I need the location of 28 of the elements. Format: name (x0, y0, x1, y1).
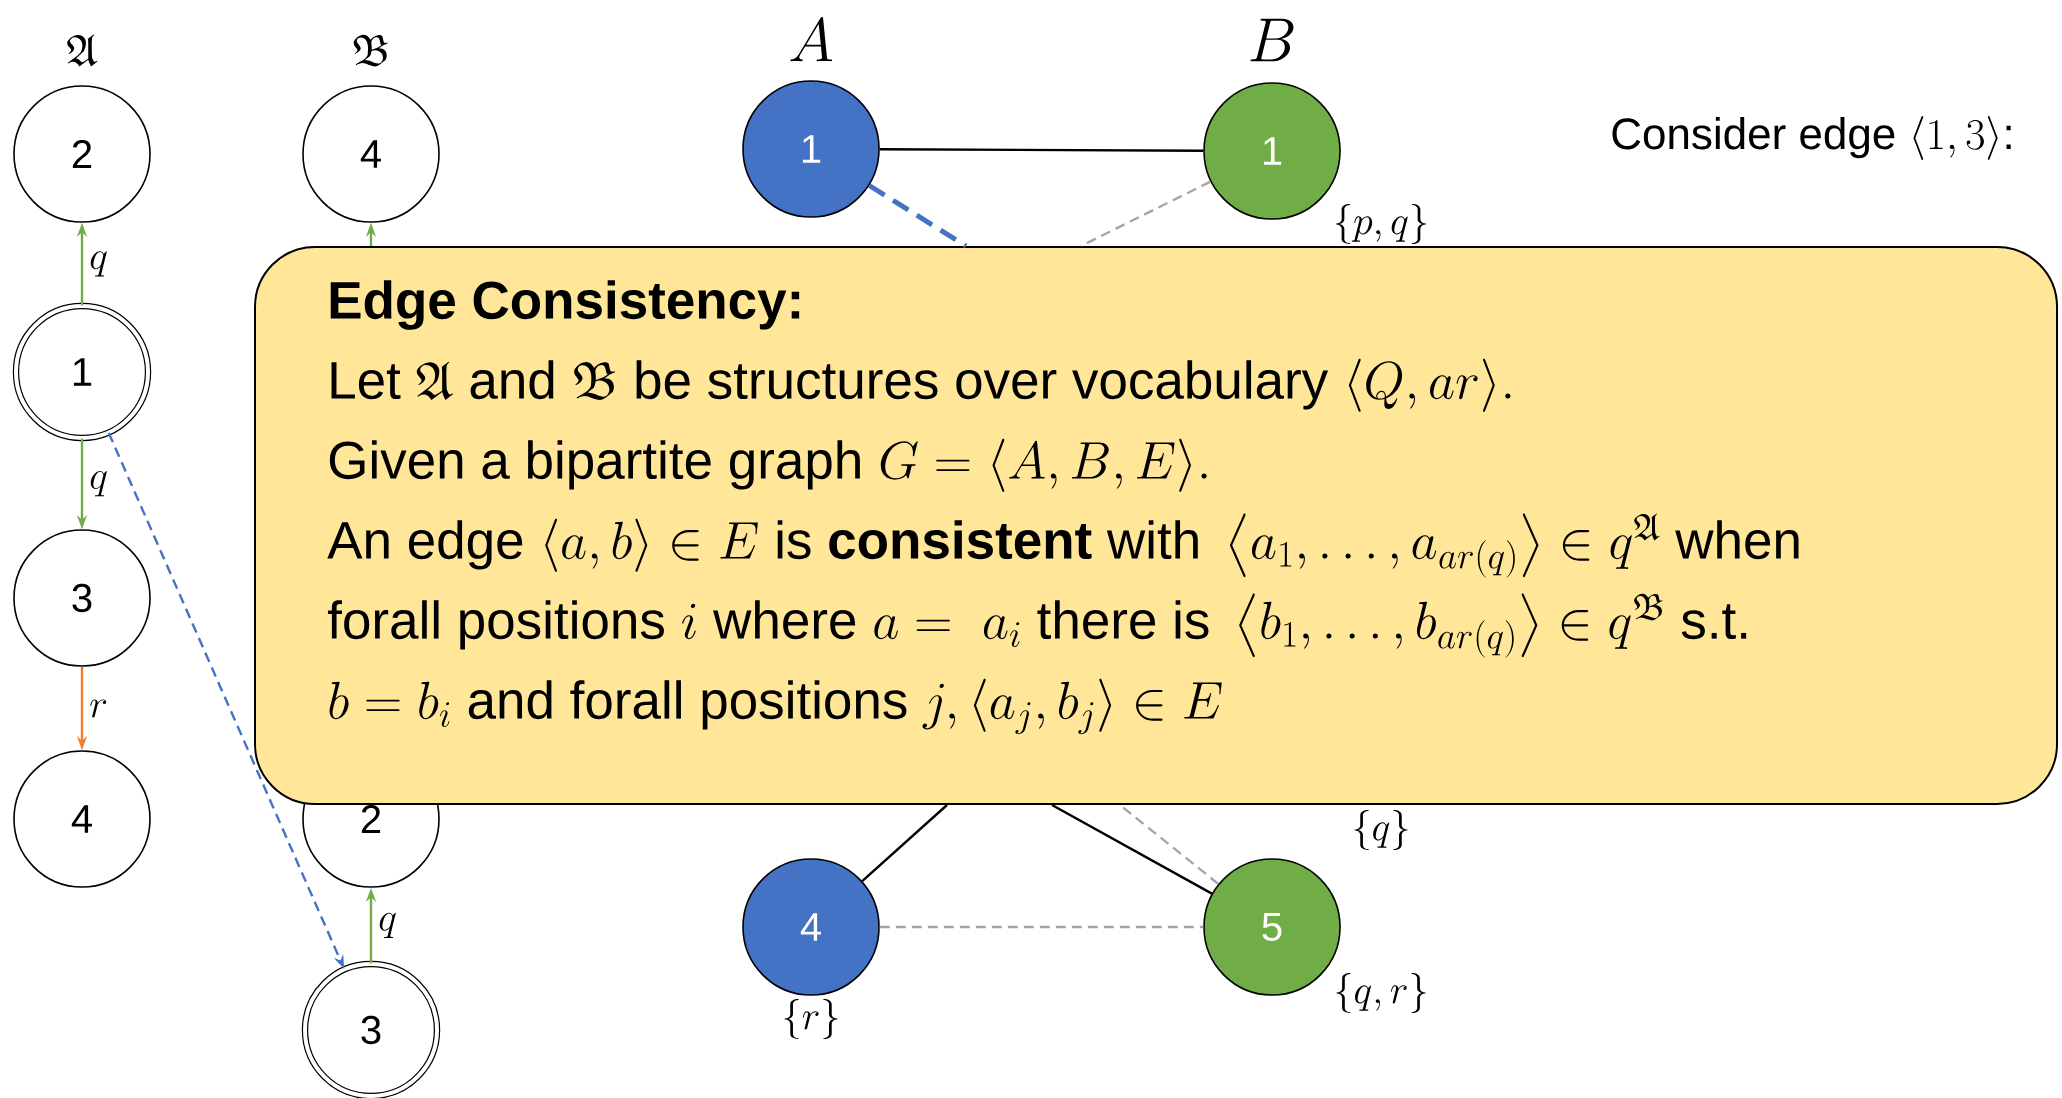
connector-line (879, 148, 1204, 152)
edge-label: $r$ (88, 698, 109, 719)
connector-line (861, 804, 948, 882)
circle-node: 1 (12, 302, 152, 442)
edge-label: $q$ (88, 250, 109, 278)
circle-node: 4 (13, 750, 151, 888)
set-label: $\{q\}$ (1354, 810, 1408, 850)
connector-line (1080, 180, 1211, 248)
circle-node: 4 (742, 858, 880, 996)
partition-label: $B$ (1250, 18, 1294, 62)
circle-node: 3 (301, 960, 441, 1098)
definition-tooltip: Edge Consistency: $\text{Let }\mathfrak{A}\text{ and }\mathfrak{B}\text{ be structures over vocabulary }\langle Q,ar\rangle.$ $\text{Given a bipartite graph }G=\langle A,B,E\rangle.$ $\text{An edge }\langle a,b\rangle\in E\text{ is }\text{\textbf{consistent}}\text{ with }\left\langle a_1,\ldots,a_{ar(q)}\right\rangle\in q^{\mathfrak{A}}\text{ when}$ $\text{forall positions }i\text{ where }a=\ a_i\text{ there is }\left\langle b_1,\ldots,b_{ar(q)}\right\rangle\in q^{\mathfrak{B}}\text{ s.t.}$ $b=b_i\text{ and forall positions }j,\left\langle a_j,b_j\right\rangle\in E$ (254, 246, 2058, 805)
structure-label: $\mathfrak{A}$ (67, 34, 98, 67)
note-text: $\text{Consider edge }\langle 1,3\rangle\text{:}$ (1612, 116, 2011, 160)
circle-node: 2 (13, 85, 151, 223)
partition-label: $A$ (790, 16, 833, 62)
circle-node: 4 (302, 85, 440, 223)
structure-label: $\mathfrak{B}$ (353, 34, 388, 67)
connector-line (868, 183, 968, 249)
connector-line (879, 925, 1204, 929)
edge-label: $q$ (377, 912, 398, 940)
circle-node: 3 (13, 529, 151, 667)
connector-line (1119, 804, 1220, 885)
connector-line (1051, 803, 1213, 895)
edge-label: $q$ (88, 470, 109, 498)
circle-node: 1 (1203, 82, 1341, 220)
set-label: $\{r\}$ (784, 999, 838, 1039)
circle-node: 1 (742, 80, 880, 218)
